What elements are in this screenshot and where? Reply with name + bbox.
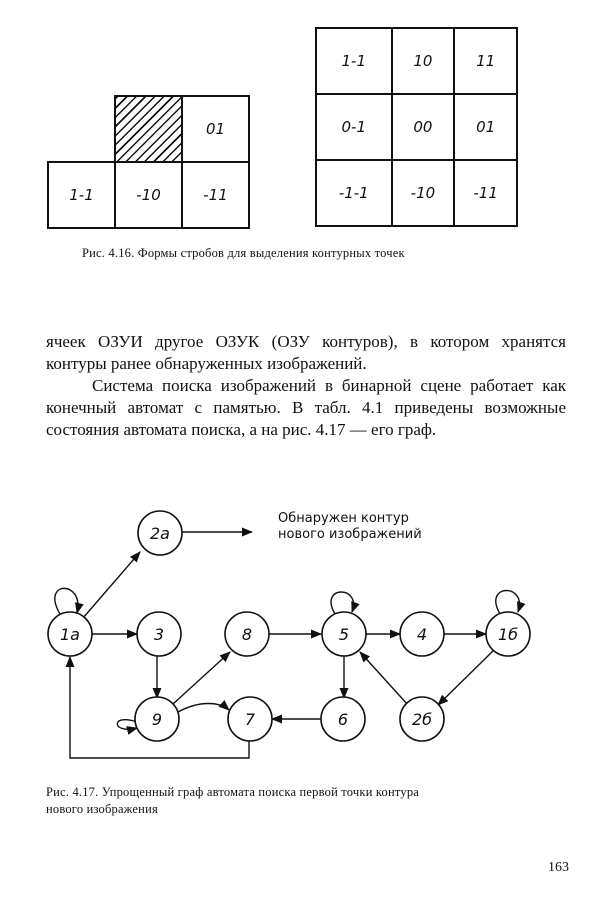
node-label-1a: 1а <box>60 625 80 644</box>
node-label-1b: 1б <box>498 625 518 644</box>
grid-cell: 01 <box>181 95 250 163</box>
node-7 <box>227 696 273 742</box>
node-2b <box>399 696 445 742</box>
edge-1a-loop <box>54 587 84 615</box>
node-label-2b: 2б <box>412 710 432 729</box>
grid-cell: -10 <box>390 159 456 227</box>
grid-cell: 1-1 <box>315 27 393 95</box>
grid-cell: -11 <box>453 159 518 227</box>
node-1a <box>47 611 93 657</box>
edge-9-8 <box>172 651 231 705</box>
grid-cell: 00 <box>390 93 456 161</box>
node-4 <box>399 611 445 657</box>
caption-line-2: нового изображения <box>46 802 158 816</box>
node-label-9: 9 <box>152 710 162 729</box>
edge-2b-5 <box>359 651 409 706</box>
grid-cell: 0-1 <box>315 93 393 161</box>
annotation-line-1: Обнаружен контур <box>278 511 409 526</box>
annotation-line-2: нового изображений <box>278 527 422 542</box>
node-label-6: 6 <box>338 710 348 729</box>
node-5 <box>321 611 367 657</box>
node-label-8: 8 <box>242 625 252 644</box>
edge-9-loop <box>116 719 143 735</box>
edge-7-1a <box>65 655 250 759</box>
node-6 <box>320 696 366 742</box>
grid-cell: 10 <box>390 27 456 95</box>
edge-1b-loop <box>495 589 526 615</box>
figure-4-16-left-grid: 01 1-1 -10 -11 <box>47 95 250 229</box>
node-label-7: 7 <box>245 710 256 729</box>
grid-cell: -1-1 <box>315 159 393 227</box>
node-label-3: 3 <box>154 625 164 644</box>
grid-cell <box>48 96 115 162</box>
node-label-4: 4 <box>417 625 427 644</box>
node-9 <box>134 696 180 742</box>
figure-4-16-caption: Рис. 4.16. Формы стробов для выделения к… <box>82 246 405 260</box>
caption-line-1: Рис. 4.17. Упрощенный граф автомата поис… <box>46 785 420 799</box>
grid-cell: -10 <box>114 161 183 229</box>
node-3 <box>136 611 182 657</box>
paragraph-1: ячеек ОЗУИ другое ОЗУК (ОЗУ контуров), в… <box>46 332 566 373</box>
edge-1a-2a <box>82 551 141 619</box>
grid-cell: 01 <box>453 93 518 161</box>
body-text: ячеек ОЗУИ другое ОЗУК (ОЗУ контуров), в… <box>46 331 566 441</box>
grid-cell: -11 <box>181 161 250 229</box>
figure-4-17-caption: Рис. 4.17. Упрощенный граф автомата поис… <box>46 784 419 818</box>
edge-9-7 <box>177 699 230 713</box>
figure-4-16-right-grid: 1-1 10 11 0-1 00 01 -1-1 -10 -11 <box>315 27 518 227</box>
node-1b <box>485 611 531 657</box>
edge-5-loop <box>330 591 360 615</box>
node-8 <box>224 611 270 657</box>
page-number: 163 <box>548 860 569 875</box>
grid-cell: 11 <box>453 27 518 95</box>
hatched-cell <box>114 95 183 163</box>
node-label-5: 5 <box>339 625 349 644</box>
node-2a <box>137 510 183 556</box>
figure-4-17-graph: 2а 1а 3 8 5 4 1б 9 7 6 2б Обнаружен конт… <box>47 510 531 759</box>
paragraph-2: Система поиска изображений в бинарной сц… <box>46 376 566 439</box>
grid-cell: 1-1 <box>47 161 116 229</box>
node-label-2a: 2а <box>150 524 170 543</box>
edge-1b-2b <box>437 649 495 706</box>
